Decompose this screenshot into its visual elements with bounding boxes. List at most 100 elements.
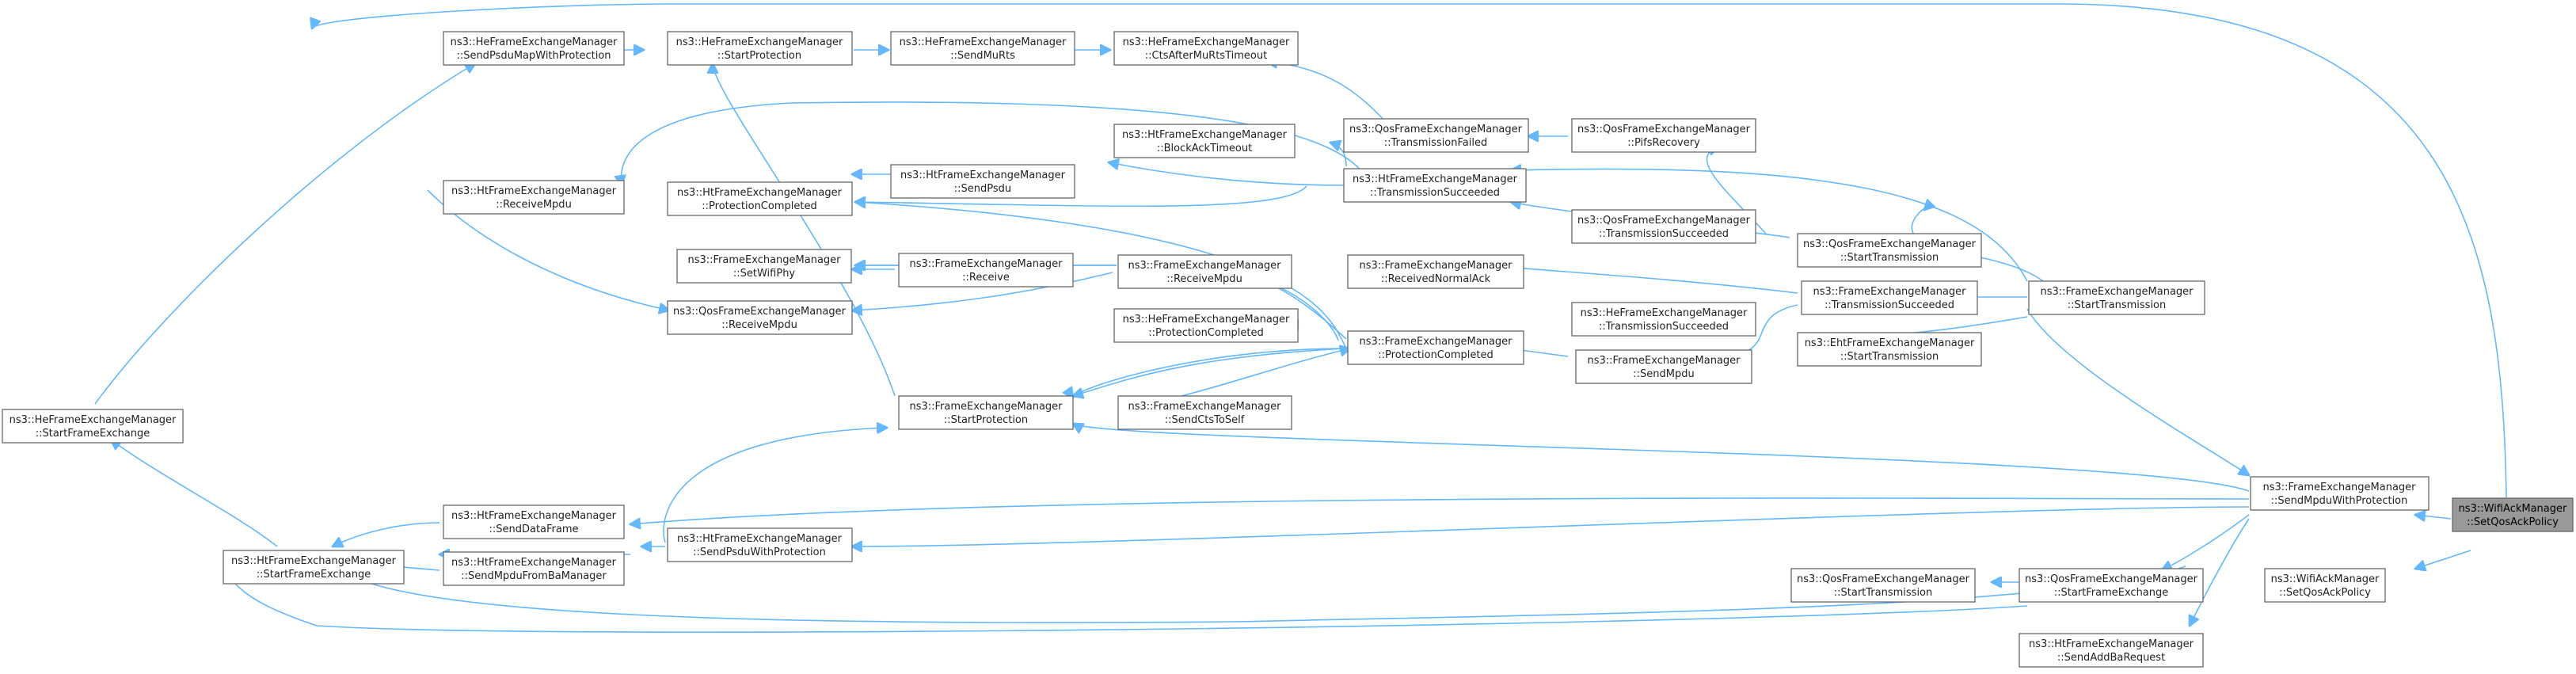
edge xyxy=(630,497,2250,524)
node-ht-senddataframe[interactable]: ns3::HtFrameExchangeManager::SendDataFra… xyxy=(443,505,625,539)
svg-text:ns3::QosFrameExchangeManager: ns3::QosFrameExchangeManager xyxy=(1797,573,1970,585)
edge xyxy=(1511,169,2028,282)
svg-text:ns3::HtFrameExchangeManager: ns3::HtFrameExchangeManager xyxy=(1122,129,1288,141)
svg-text:ns3::HeFrameExchangeManager: ns3::HeFrameExchangeManager xyxy=(676,36,843,48)
svg-text:ns3::FrameExchangeManager: ns3::FrameExchangeManager xyxy=(909,258,1063,270)
edge xyxy=(852,506,2250,546)
node-fem-transmissionsucceeded[interactable]: ns3::FrameExchangeManager::TransmissionS… xyxy=(1801,280,1978,315)
svg-text:ns3::HtFrameExchangeManager: ns3::HtFrameExchangeManager xyxy=(451,557,617,569)
node-he-startprotection[interactable]: ns3::HeFrameExchangeManager::StartProtec… xyxy=(667,31,853,66)
svg-text:::SendAddBaRequest: ::SendAddBaRequest xyxy=(2057,652,2165,664)
node-ht-sendmpdufrombamanager[interactable]: ns3::HtFrameExchangeManager::SendMpduFro… xyxy=(443,551,625,586)
svg-text:ns3::WifiAckManager: ns3::WifiAckManager xyxy=(2459,503,2567,515)
svg-text:ns3::HtFrameExchangeManager: ns3::HtFrameExchangeManager xyxy=(677,187,843,199)
svg-text:::StartTransmission: ::StartTransmission xyxy=(1840,351,1939,363)
node-fem-receive[interactable]: ns3::FrameExchangeManager::Receive xyxy=(898,253,1074,287)
edge xyxy=(94,63,475,405)
node-he-transmissionsucceeded[interactable]: ns3::HeFrameExchangeManager::Transmissio… xyxy=(1571,302,1756,337)
svg-text:ns3::HeFrameExchangeManager: ns3::HeFrameExchangeManager xyxy=(1123,36,1290,48)
svg-text:ns3::HeFrameExchangeManager: ns3::HeFrameExchangeManager xyxy=(10,414,177,426)
svg-text:ns3::HtFrameExchangeManager: ns3::HtFrameExchangeManager xyxy=(900,169,1066,181)
node-qos-pifsrecovery[interactable]: ns3::QosFrameExchangeManager::PifsRecove… xyxy=(1571,118,1756,153)
svg-text:ns3::HeFrameExchangeManager: ns3::HeFrameExchangeManager xyxy=(1581,307,1748,319)
svg-text:::SetWifiPhy: ::SetWifiPhy xyxy=(733,268,796,280)
node-he-startframeexchange[interactable]: ns3::HeFrameExchangeManager::StartFrameE… xyxy=(2,409,184,444)
svg-text:ns3::FrameExchangeManager: ns3::FrameExchangeManager xyxy=(1359,260,1512,272)
svg-text:::ReceiveMpdu: ::ReceiveMpdu xyxy=(496,199,572,211)
node-he-sendmurts[interactable]: ns3::HeFrameExchangeManager::SendMuRts xyxy=(890,31,1075,66)
node-qos-transmissionfailed[interactable]: ns3::QosFrameExchangeManager::Transmissi… xyxy=(1343,118,1529,153)
node-he-protectioncompleted[interactable]: ns3::HeFrameExchangeManager::ProtectionC… xyxy=(1113,308,1299,343)
svg-text:ns3::FrameExchangeManager: ns3::FrameExchangeManager xyxy=(1813,286,1966,298)
node-he-sendpsdumapwithprotection[interactable]: ns3::HeFrameExchangeManager::SendPsduMap… xyxy=(443,31,625,66)
node-fem-sendctstoself[interactable]: ns3::FrameExchangeManager::SendCtsToSelf xyxy=(1117,395,1292,430)
svg-text:ns3::QosFrameExchangeManager: ns3::QosFrameExchangeManager xyxy=(2025,573,2198,585)
node-wifiackmanager-setqosackpolicy[interactable]: ns3::WifiAckManager::SetQosAckPolicy xyxy=(2264,568,2386,603)
edge xyxy=(2415,515,2452,519)
node-qos-transmissionsucceeded[interactable]: ns3::QosFrameExchangeManager::Transmissi… xyxy=(1571,209,1756,244)
edge xyxy=(1911,208,1925,238)
edge xyxy=(1330,143,1347,167)
svg-text:ns3::HeFrameExchangeManager: ns3::HeFrameExchangeManager xyxy=(900,36,1067,48)
node-qos-receivempdu[interactable]: ns3::QosFrameExchangeManager::ReceiveMpd… xyxy=(667,300,853,335)
svg-text:::StartProtection: ::StartProtection xyxy=(717,50,801,62)
svg-text:ns3::HtFrameExchangeManager: ns3::HtFrameExchangeManager xyxy=(451,185,617,197)
node-fem-setwifiphy[interactable]: ns3::FrameExchangeManager::SetWifiPhy xyxy=(676,249,852,284)
node-fem-starttransmission[interactable]: ns3::FrameExchangeManager::StartTransmis… xyxy=(2028,280,2205,315)
svg-text:ns3::FrameExchangeManager: ns3::FrameExchangeManager xyxy=(1128,401,1281,413)
svg-text:ns3::HtFrameExchangeManager: ns3::HtFrameExchangeManager xyxy=(451,510,617,522)
svg-text:::TransmissionSucceeded: ::TransmissionSucceeded xyxy=(1370,187,1500,199)
node-qos-starttransmission[interactable]: ns3::QosFrameExchangeManager::StartTrans… xyxy=(1797,233,1982,268)
svg-text:ns3::HeFrameExchangeManager: ns3::HeFrameExchangeManager xyxy=(451,36,618,48)
node-he-ctsaftermurtstimeout[interactable]: ns3::HeFrameExchangeManager::CtsAfterMuR… xyxy=(1113,31,1299,66)
edge xyxy=(312,3,2507,498)
svg-text:::TransmissionSucceeded: ::TransmissionSucceeded xyxy=(1599,321,1729,333)
svg-text:::ReceivedNormalAck: ::ReceivedNormalAck xyxy=(1381,273,1491,285)
node-fem-sendmpduwithprotection[interactable]: ns3::FrameExchangeManager::SendMpduWithP… xyxy=(2250,476,2430,511)
node-ht-blockacktimeout[interactable]: ns3::HtFrameExchangeManager::BlockAckTim… xyxy=(1113,124,1296,158)
svg-text:::StartTransmission: ::StartTransmission xyxy=(1840,252,1939,264)
svg-text:ns3::HtFrameExchangeManager: ns3::HtFrameExchangeManager xyxy=(1353,173,1518,185)
edge xyxy=(663,428,887,543)
node-ht-transmissionsucceeded[interactable]: ns3::HtFrameExchangeManager::Transmissio… xyxy=(1343,168,1527,203)
node-ht-startframeexchange[interactable]: ns3::HtFrameExchangeManager::StartFrameE… xyxy=(223,550,405,585)
node-fem-startprotection[interactable]: ns3::FrameExchangeManager::StartProtecti… xyxy=(898,395,1074,430)
node-fem-receivednormalack[interactable]: ns3::FrameExchangeManager::ReceivedNorma… xyxy=(1347,254,1524,289)
svg-text:ns3::FrameExchangeManager: ns3::FrameExchangeManager xyxy=(687,254,841,266)
node-qos-startframeexchange[interactable]: ns3::QosFrameExchangeManager::StartFrame… xyxy=(2019,568,2204,603)
svg-text:ns3::FrameExchangeManager: ns3::FrameExchangeManager xyxy=(1587,355,1741,367)
nodes: ns3::HeFrameExchangeManager::SendPsduMap… xyxy=(2,31,2574,668)
svg-text:::SendPsduWithProtection: ::SendPsduWithProtection xyxy=(693,546,826,558)
node-eht-starttransmission[interactable]: ns3::EhtFrameExchangeManager::StartTrans… xyxy=(1797,332,1982,367)
svg-text:ns3::QosFrameExchangeManager: ns3::QosFrameExchangeManager xyxy=(1577,215,1751,227)
svg-text:::SetQosAckPolicy: ::SetQosAckPolicy xyxy=(2279,587,2371,599)
svg-text:::SendPsdu: ::SendPsdu xyxy=(954,183,1011,195)
svg-text:ns3::HtFrameExchangeManager: ns3::HtFrameExchangeManager xyxy=(2029,638,2194,650)
node-ht-protectioncompleted[interactable]: ns3::HtFrameExchangeManager::ProtectionC… xyxy=(667,181,853,216)
svg-text:::TransmissionFailed: ::TransmissionFailed xyxy=(1384,137,1487,149)
svg-text:ns3::FrameExchangeManager: ns3::FrameExchangeManager xyxy=(1128,260,1281,272)
node-ht-sendpsduwithprotection[interactable]: ns3::HtFrameExchangeManager::SendPsduWit… xyxy=(667,527,853,562)
node-fem-sendmpdu[interactable]: ns3::FrameExchangeManager::SendMpdu xyxy=(1575,349,1752,384)
edge xyxy=(1073,424,2250,492)
node-fem-protectioncompleted[interactable]: ns3::FrameExchangeManager::ProtectionCom… xyxy=(1347,330,1524,365)
node-ht-sendaddbarequest[interactable]: ns3::HtFrameExchangeManager::SendAddBaRe… xyxy=(2019,633,2204,668)
edge xyxy=(1109,162,1347,186)
svg-text:::SetQosAckPolicy: ::SetQosAckPolicy xyxy=(2467,516,2559,528)
svg-text:ns3::QosFrameExchangeManager: ns3::QosFrameExchangeManager xyxy=(1803,238,1977,250)
node-ht-sendpsdu[interactable]: ns3::HtFrameExchangeManager::SendPsdu xyxy=(890,164,1075,199)
node-wifiackmanager-setqosackpolicy-highlighted[interactable]: ns3::WifiAckManager::SetQosAckPolicy xyxy=(2452,497,2574,532)
node-fem-receivempdu[interactable]: ns3::FrameExchangeManager::ReceiveMpdu xyxy=(1117,254,1292,289)
edge xyxy=(855,185,1307,206)
node-ht-receivempdu[interactable]: ns3::HtFrameExchangeManager::ReceiveMpdu xyxy=(443,180,625,215)
svg-text:ns3::QosFrameExchangeManager: ns3::QosFrameExchangeManager xyxy=(1577,124,1751,135)
svg-text:::StartFrameExchange: ::StartFrameExchange xyxy=(36,428,150,440)
svg-text:::SendMuRts: ::SendMuRts xyxy=(950,50,1015,62)
edge xyxy=(2162,514,2250,570)
svg-text:::StartFrameExchange: ::StartFrameExchange xyxy=(257,569,371,581)
svg-text:ns3::QosFrameExchangeManager: ns3::QosFrameExchangeManager xyxy=(673,306,847,318)
node-qos-starttransmission-2[interactable]: ns3::QosFrameExchangeManager::StartTrans… xyxy=(1790,568,1976,603)
edge xyxy=(713,63,896,397)
svg-text:::TransmissionSucceeded: ::TransmissionSucceeded xyxy=(1825,299,1954,311)
